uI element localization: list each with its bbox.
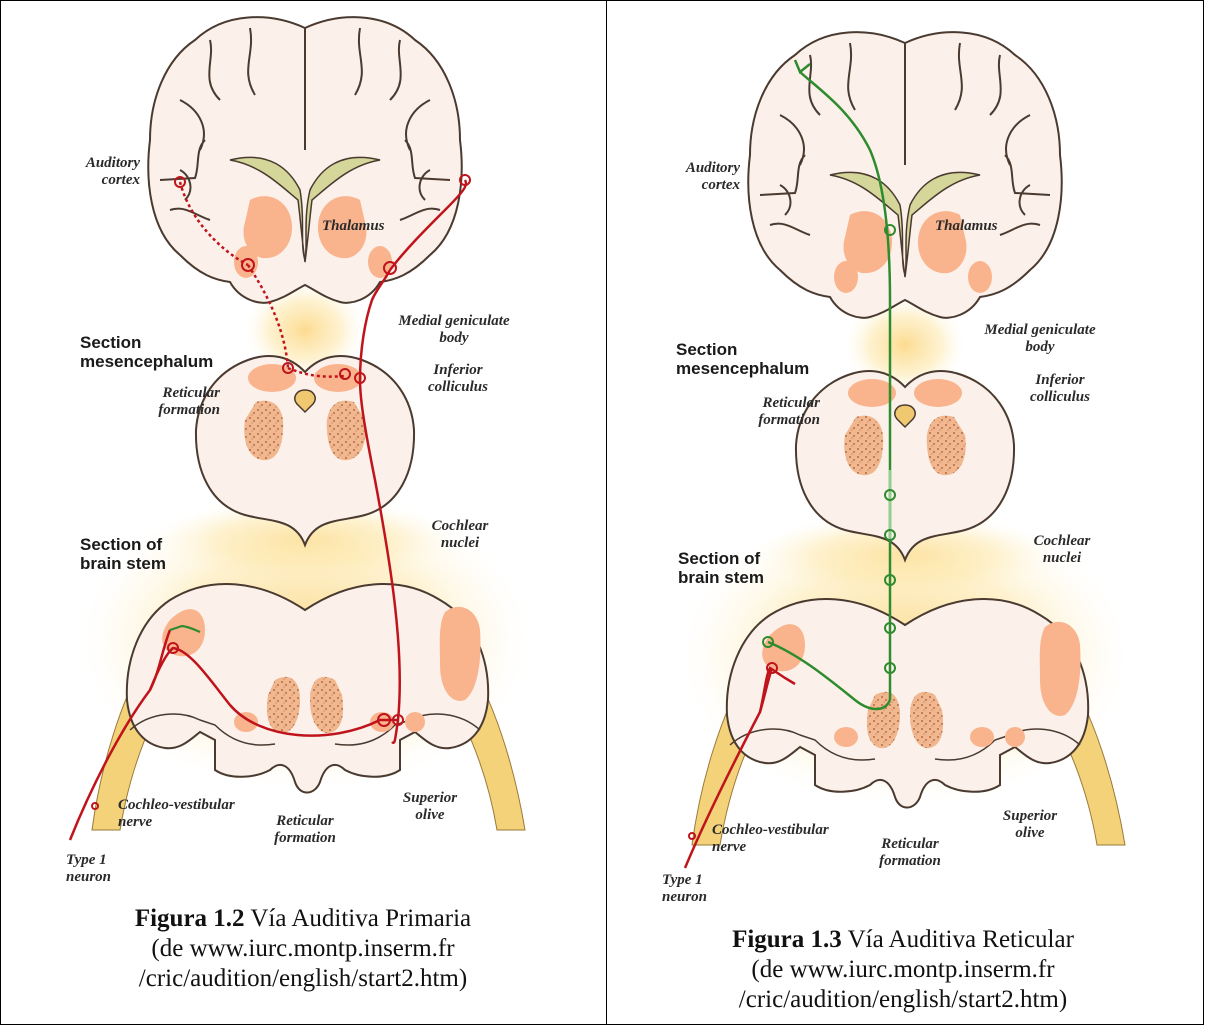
medial-geniculate-label: Medial geniculate body [374, 313, 534, 347]
reticular-formation-lower-label: Reticular formation [860, 836, 960, 870]
cochlear-nuclei-label: Cochlear nuclei [1012, 533, 1112, 567]
caption-url-line: /cric/audition/english/start2.htm) [40, 964, 566, 994]
figure-title: Vía Auditiva Reticular [842, 926, 1074, 953]
figure-panel-primary: Auditory cortex Thalamus Medial genicula… [0, 0, 606, 1025]
section-brain-stem-label: Section of brain stem [80, 535, 166, 573]
section-mesencephalum-label: Section mesencephalum [676, 340, 809, 378]
figure-caption: Figura 1.3 Vía Auditiva Reticular (de ww… [640, 925, 1166, 1015]
figure-number: Figura 1.3 [732, 926, 842, 953]
superior-olive-label: Superior olive [985, 808, 1075, 842]
section-mesencephalum-label: Section mesencephalum [80, 333, 213, 371]
auditory-cortex-label: Auditory cortex [660, 160, 740, 194]
figure-number: Figura 1.2 [135, 905, 245, 932]
inferior-colliculus-label: Inferior colliculus [408, 362, 508, 396]
reticular-formation-lower-label: Reticular formation [255, 813, 355, 847]
medial-geniculate-label: Medial geniculate body [960, 322, 1120, 356]
primary-pathway-diagram [0, 0, 606, 900]
caption-source-line: (de www.iurc.montp.inserm.fr [640, 955, 1166, 985]
thalamus-label: Thalamus [935, 218, 998, 235]
caption-url-line: /cric/audition/english/start2.htm) [640, 985, 1166, 1015]
figure-panel-reticular: Auditory cortex Thalamus Medial genicula… [600, 0, 1206, 1025]
cochleo-vestibular-nerve-label: Cochleo-vestibular nerve [118, 797, 235, 831]
figure-title: Vía Auditiva Primaria [245, 905, 472, 932]
reticular-formation-upper-label: Reticular formation [120, 385, 220, 419]
inferior-colliculus-label: Inferior colliculus [1010, 372, 1110, 406]
thalamus-label: Thalamus [322, 218, 385, 235]
type1-neuron-label: Type 1 neuron [66, 852, 111, 886]
superior-olive-label: Superior olive [385, 790, 475, 824]
cochlear-nuclei-label: Cochlear nuclei [410, 518, 510, 552]
cochleo-vestibular-nerve-label: Cochleo-vestibular nerve [712, 822, 829, 856]
figure-caption: Figura 1.2 Vía Auditiva Primaria (de www… [40, 904, 566, 994]
reticular-formation-upper-label: Reticular formation [720, 395, 820, 429]
caption-source-line: (de www.iurc.montp.inserm.fr [40, 934, 566, 964]
auditory-cortex-label: Auditory cortex [60, 155, 140, 189]
section-brain-stem-label: Section of brain stem [678, 549, 764, 587]
type1-neuron-label: Type 1 neuron [662, 872, 707, 906]
reticular-pathway-diagram [600, 0, 1206, 900]
